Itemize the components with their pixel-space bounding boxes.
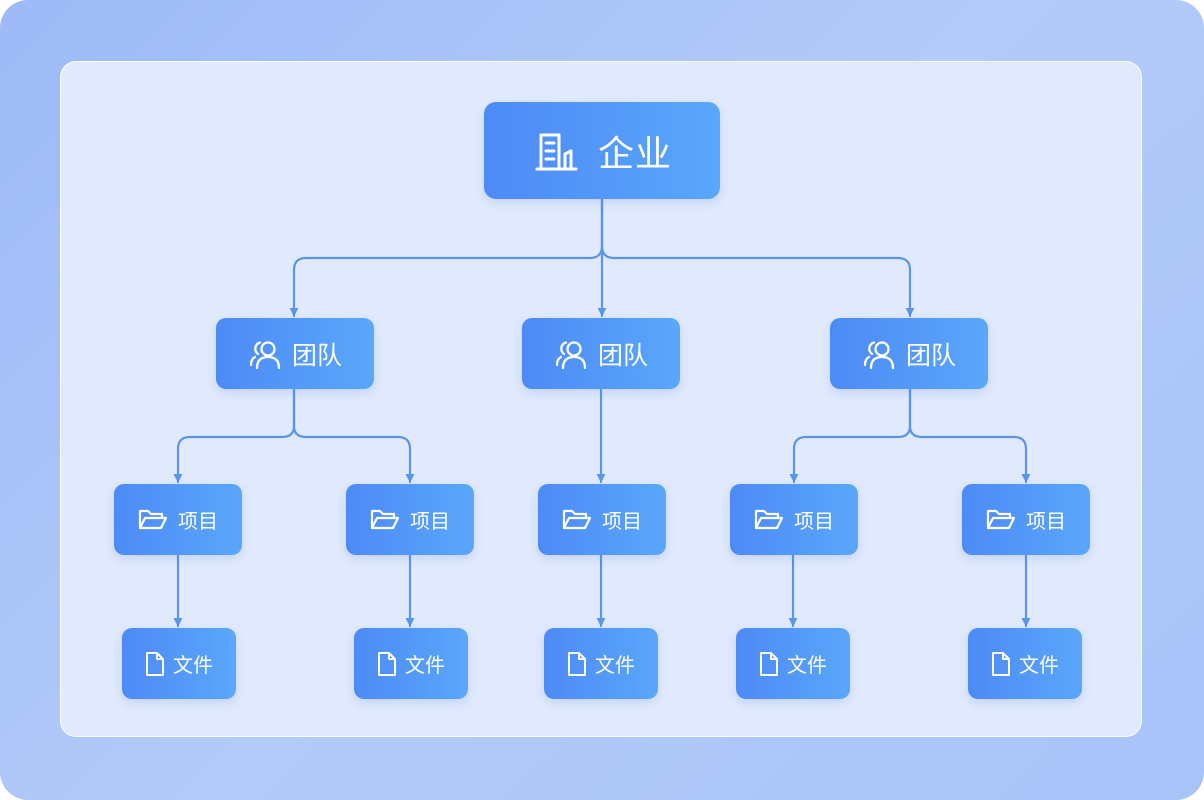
file-node-2[interactable]: 文件 [354,628,468,699]
connector-team3-project-4 [789,387,912,484]
building-icon [532,129,580,173]
connector-root-team-1 [289,197,604,318]
team-node-1[interactable]: 团队 [216,318,374,389]
team-label: 团队 [597,340,648,370]
project-label: 项目 [1026,509,1066,533]
enterprise-node[interactable]: 企业 [484,102,720,199]
folder-open-icon [754,508,784,532]
project-label: 项目 [178,509,218,533]
project-label: 项目 [602,509,642,533]
file-label: 文件 [405,653,445,677]
file-icon [759,651,779,677]
project-node-4[interactable]: 项目 [730,484,858,555]
folder-open-icon [138,508,168,532]
project-node-2[interactable]: 项目 [346,484,474,555]
project-node-1[interactable]: 项目 [114,484,242,555]
folder-open-icon [986,508,1016,532]
file-icon [991,651,1011,677]
file-node-5[interactable]: 文件 [968,628,1082,699]
folder-open-icon [370,508,400,532]
team-node-2[interactable]: 团队 [522,318,680,389]
file-label: 文件 [173,653,213,677]
enterprise-label: 企业 [597,133,672,175]
users-icon [554,338,588,370]
connector-team1-project-1 [173,387,296,484]
team-node-3[interactable]: 团队 [830,318,988,389]
file-node-3[interactable]: 文件 [544,628,658,699]
file-label: 文件 [1019,653,1059,677]
file-node-1[interactable]: 文件 [122,628,236,699]
file-icon [145,651,165,677]
users-icon [248,338,282,370]
team-label: 团队 [291,340,342,370]
connector-team3-project-5 [908,387,1031,484]
connector-team1-project-2 [292,387,415,484]
team-label: 团队 [905,340,956,370]
file-label: 文件 [595,653,635,677]
project-node-3[interactable]: 项目 [538,484,666,555]
file-node-4[interactable]: 文件 [736,628,850,699]
project-label: 项目 [794,509,834,533]
file-icon [567,651,587,677]
project-node-5[interactable]: 项目 [962,484,1090,555]
file-icon [377,651,397,677]
connector-root-team-3 [600,197,915,318]
users-icon [862,338,896,370]
project-label: 项目 [410,509,450,533]
folder-open-icon [562,508,592,532]
file-label: 文件 [787,653,827,677]
